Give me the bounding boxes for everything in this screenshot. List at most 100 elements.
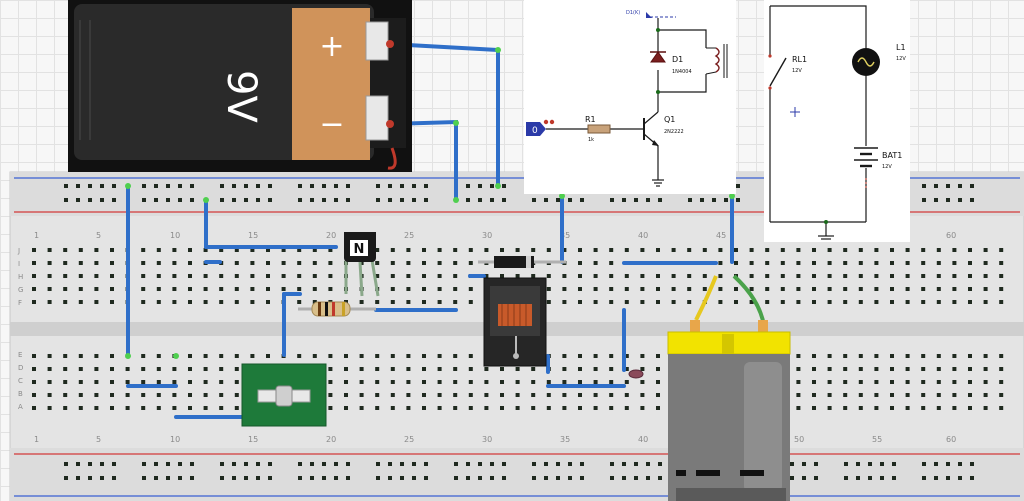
breadboard-hole[interactable]	[578, 367, 582, 371]
breadboard-hole[interactable]	[154, 462, 158, 466]
breadboard-hole[interactable]	[244, 462, 248, 466]
breadboard-hole[interactable]	[203, 367, 208, 371]
breadboard-hole[interactable]	[437, 367, 442, 371]
breadboard-hole[interactable]	[400, 184, 404, 188]
breadboard-hole[interactable]	[219, 354, 224, 358]
breadboard-hole[interactable]	[500, 380, 504, 384]
breadboard-hole[interactable]	[593, 380, 598, 384]
breadboard-hole[interactable]	[531, 274, 536, 278]
breadboard-hole[interactable]	[718, 248, 723, 252]
breadboard-hole[interactable]	[718, 274, 723, 278]
breadboard-hole[interactable]	[952, 287, 957, 291]
breadboard-hole[interactable]	[256, 184, 260, 188]
breadboard-hole[interactable]	[484, 367, 489, 371]
breadboard-hole[interactable]	[934, 184, 938, 188]
breadboard-hole[interactable]	[890, 287, 894, 291]
breadboard-hole[interactable]	[687, 274, 692, 278]
breadboard-hole[interactable]	[936, 248, 941, 252]
breadboard-hole[interactable]	[156, 287, 161, 291]
breadboard-hole[interactable]	[94, 274, 99, 278]
breadboard-hole[interactable]	[796, 380, 801, 384]
breadboard-hole[interactable]	[437, 380, 442, 384]
breadboard-hole[interactable]	[47, 300, 52, 304]
breadboard-hole[interactable]	[812, 380, 816, 384]
breadboard-hole[interactable]	[375, 393, 380, 397]
breadboard-hole[interactable]	[422, 287, 426, 291]
breadboard-hole[interactable]	[390, 406, 395, 410]
breadboard-hole[interactable]	[905, 406, 910, 410]
breadboard-hole[interactable]	[178, 198, 182, 202]
breadboard-hole[interactable]	[94, 287, 99, 291]
breadboard-hole[interactable]	[688, 198, 692, 202]
transistor-npn[interactable]: N	[344, 232, 380, 297]
breadboard-hole[interactable]	[922, 462, 926, 466]
breadboard-hole[interactable]	[78, 300, 83, 304]
breadboard-hole[interactable]	[858, 287, 863, 291]
breadboard-hole[interactable]	[952, 367, 957, 371]
breadboard-hole[interactable]	[922, 184, 926, 188]
breadboard-hole[interactable]	[388, 462, 392, 466]
breadboard-hole[interactable]	[359, 367, 364, 371]
breadboard-hole[interactable]	[375, 248, 380, 252]
breadboard-hole[interactable]	[78, 274, 83, 278]
breadboard-hole[interactable]	[796, 406, 801, 410]
breadboard-hole[interactable]	[406, 287, 411, 291]
breadboard-hole[interactable]	[634, 462, 638, 466]
breadboard-hole[interactable]	[234, 287, 239, 291]
breadboard-hole[interactable]	[634, 198, 638, 202]
breadboard-hole[interactable]	[110, 248, 114, 252]
breadboard-hole[interactable]	[466, 198, 470, 202]
breadboard-hole[interactable]	[578, 274, 582, 278]
breadboard-hole[interactable]	[390, 367, 395, 371]
breadboard-hole[interactable]	[946, 462, 950, 466]
breadboard-hole[interactable]	[234, 248, 239, 252]
breadboard-hole[interactable]	[172, 406, 177, 410]
breadboard-hole[interactable]	[858, 380, 863, 384]
breadboard-hole[interactable]	[490, 462, 494, 466]
breadboard-hole[interactable]	[658, 198, 662, 202]
breadboard-hole[interactable]	[515, 393, 520, 397]
breadboard-hole[interactable]	[312, 287, 317, 291]
breadboard-hole[interactable]	[580, 462, 584, 466]
breadboard-hole[interactable]	[100, 184, 104, 188]
breadboard-hole[interactable]	[437, 406, 442, 410]
breadboard-hole[interactable]	[344, 354, 348, 358]
breadboard-hole[interactable]	[390, 248, 395, 252]
breadboard-hole[interactable]	[999, 380, 1004, 384]
breadboard-hole[interactable]	[178, 184, 182, 188]
push-button-module[interactable]	[241, 363, 327, 427]
breadboard-hole[interactable]	[609, 287, 614, 291]
breadboard-hole[interactable]	[856, 462, 860, 466]
breadboard-hole[interactable]	[952, 393, 957, 397]
breadboard-hole[interactable]	[219, 248, 224, 252]
breadboard-hole[interactable]	[874, 406, 879, 410]
breadboard-hole[interactable]	[556, 462, 560, 466]
breadboard-hole[interactable]	[921, 287, 926, 291]
breadboard-hole[interactable]	[141, 380, 146, 384]
breadboard-hole[interactable]	[376, 184, 380, 188]
breadboard-hole[interactable]	[32, 300, 36, 304]
breadboard-hole[interactable]	[646, 476, 650, 480]
breadboard-hole[interactable]	[890, 261, 894, 265]
breadboard-hole[interactable]	[515, 274, 520, 278]
breadboard-hole[interactable]	[946, 476, 950, 480]
breadboard-hole[interactable]	[346, 476, 350, 480]
breadboard-hole[interactable]	[968, 380, 972, 384]
breadboard-hole[interactable]	[843, 287, 848, 291]
breadboard-hole[interactable]	[874, 300, 879, 304]
motor-wire-yellow[interactable]	[694, 275, 718, 321]
breadboard-hole[interactable]	[453, 261, 458, 265]
breadboard-hole[interactable]	[142, 184, 146, 188]
breadboard-hole[interactable]	[359, 300, 364, 304]
breadboard-hole[interactable]	[968, 248, 972, 252]
breadboard-hole[interactable]	[422, 248, 426, 252]
breadboard-hole[interactable]	[322, 476, 326, 480]
breadboard-hole[interactable]	[112, 476, 116, 480]
breadboard-hole[interactable]	[656, 406, 660, 410]
breadboard-hole[interactable]	[952, 354, 957, 358]
breadboard-hole[interactable]	[640, 393, 645, 397]
breadboard-hole[interactable]	[468, 248, 473, 252]
breadboard-hole[interactable]	[453, 248, 458, 252]
breadboard-hole[interactable]	[125, 406, 130, 410]
breadboard-hole[interactable]	[843, 406, 848, 410]
